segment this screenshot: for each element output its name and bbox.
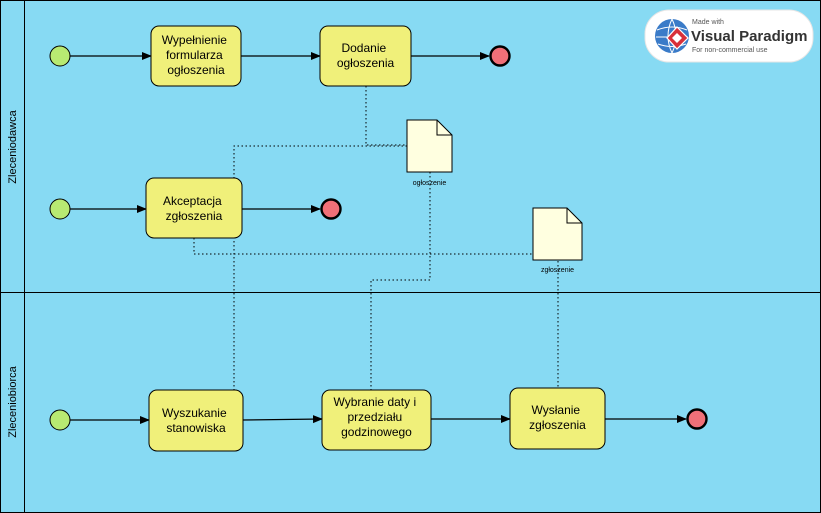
end-event-3[interactable] — [686, 408, 708, 430]
svg-text:Wypełnienie formularza: Wypełnienie formularza ogłoszenia — [162, 33, 231, 77]
task-dodanie-ogloszenia[interactable]: Dodanie ogłoszenia — [319, 25, 412, 87]
watermark-line2: Visual Paradigm — [691, 28, 807, 45]
task-wybranie-line2: przedziału — [347, 410, 402, 424]
svg-text:Wyszukanie stanowiska: Wyszukanie stanowiska — [162, 406, 230, 435]
end-events — [320, 45, 708, 430]
visual-paradigm-watermark: Made with Visual Paradigm For non-commer… — [644, 9, 814, 63]
association-ogloszenie-wyszukanie — [233, 145, 407, 390]
data-associations — [193, 86, 559, 390]
task-wyszukanie-line2: stanowiska — [166, 421, 226, 435]
task-wybranie-line1: Wybranie daty i — [334, 395, 417, 409]
task-akceptacja-zgloszenia[interactable]: Akceptacja zgłoszenia — [145, 177, 243, 239]
data-object-ogloszenie[interactable]: ogłoszenie — [406, 119, 453, 187]
svg-text:Wysłanie zgłoszenia: Wysłanie zgłoszenia — [529, 403, 586, 432]
flow-wyszukanie-wybranie — [242, 415, 323, 424]
task-wypelnienie-line2: formularza — [166, 48, 223, 62]
task-wyslanie-line2: zgłoszenia — [529, 418, 586, 432]
task-akceptacja-line2: zgłoszenia — [166, 209, 223, 223]
task-dodanie-line2: ogłoszenia — [337, 56, 395, 70]
task-wyslanie-zgloszenia[interactable]: Wysłanie zgłoszenia — [509, 387, 606, 450]
association-akceptacja-zgloszenie — [193, 238, 533, 255]
task-wyszukanie-stanowiska[interactable]: Wyszukanie stanowiska — [148, 389, 244, 452]
end-event-1[interactable] — [489, 45, 511, 67]
start-events — [49, 45, 71, 431]
sequence-flows — [70, 52, 687, 424]
svg-text:Dodanie ogłoszenia: Dodanie ogłoszenia — [337, 41, 395, 70]
svg-text:Wybranie daty i przedz: Wybranie daty i przedziału godzinowego — [334, 395, 420, 439]
data-object-ogloszenie-label: ogłoszenie — [413, 180, 447, 187]
data-object-zgloszenie[interactable]: zgłoszenie — [532, 207, 583, 274]
start-event-1[interactable] — [49, 45, 71, 67]
task-wypelnienie-line1: Wypełnienie — [162, 33, 228, 47]
task-wyszukanie-line1: Wyszukanie — [162, 406, 227, 420]
start-event-3[interactable] — [49, 409, 71, 431]
data-object-zgloszenie-label: zgłoszenie — [541, 267, 574, 274]
tasks: Wypełnienie formularza ogłoszenia Dodani… — [145, 25, 606, 452]
watermark-line3: For non-commercial use — [692, 47, 768, 54]
watermark-line1: Made with — [692, 19, 724, 26]
lane-label-zleceniobiorca: Zleceniobiorca — [7, 365, 19, 437]
task-wyslanie-line1: Wysłanie — [532, 403, 581, 417]
svg-text:Akceptacja zgłoszenia: Akceptacja zgłoszenia — [163, 194, 225, 223]
task-dodanie-line1: Dodanie — [341, 41, 386, 55]
task-wypelnienie-formularza[interactable]: Wypełnienie formularza ogłoszenia — [150, 25, 242, 87]
end-event-2[interactable] — [320, 198, 342, 220]
visual-paradigm-logo-icon — [655, 18, 689, 54]
start-event-2[interactable] — [49, 198, 71, 220]
task-wybranie-line3: godzinowego — [341, 425, 412, 439]
task-akceptacja-line1: Akceptacja — [163, 194, 222, 208]
association-ogloszenie-wybranie — [370, 172, 431, 390]
task-wypelnienie-line3: ogłoszenia — [167, 63, 225, 77]
lane-label-zleceniodawca: Zleceniodawca — [7, 109, 19, 183]
task-wybranie-daty[interactable]: Wybranie daty i przedziału godzinowego — [321, 389, 432, 451]
